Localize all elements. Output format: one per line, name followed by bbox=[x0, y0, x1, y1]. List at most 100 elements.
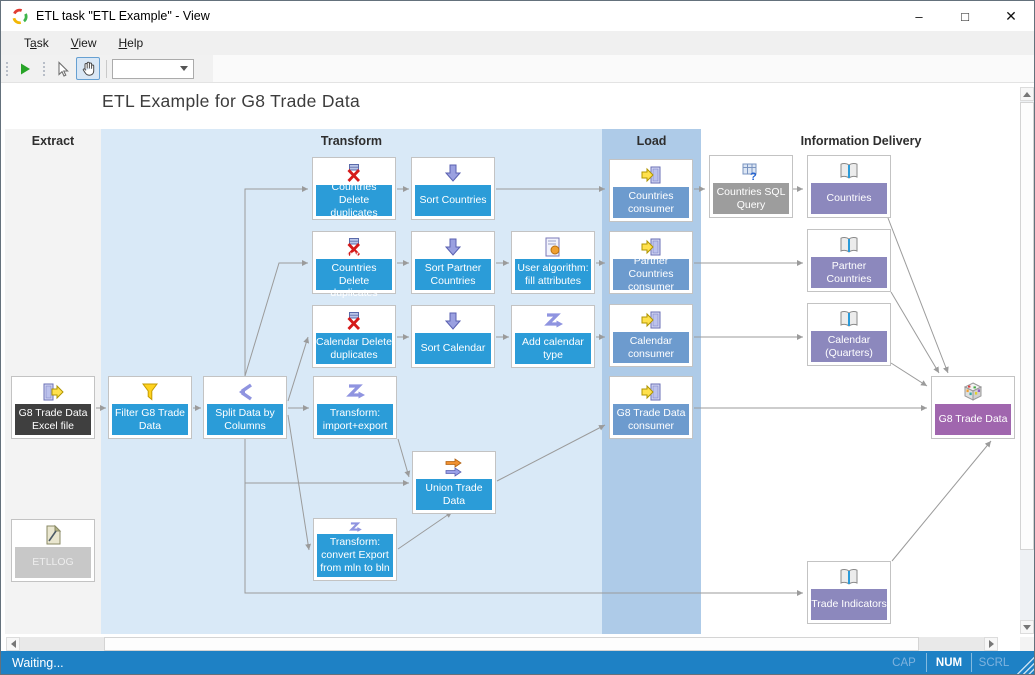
node-user-algo[interactable]: User algorithm: fill attributes bbox=[511, 231, 595, 294]
node-add-calendar-type[interactable]: Add calendar type bbox=[511, 305, 595, 368]
toolbar-separator bbox=[106, 59, 107, 78]
node-g8-cube[interactable]: G8 Trade Data bbox=[931, 376, 1015, 439]
scroll-down-button[interactable] bbox=[1020, 620, 1034, 634]
node-filter[interactable]: Filter G8 Trade Data bbox=[108, 376, 192, 439]
column-header-3: Information Delivery bbox=[800, 134, 922, 148]
node-countries-dedupe[interactable]: Countries Delete duplicates bbox=[312, 157, 396, 220]
cursor-arrow-icon bbox=[58, 60, 69, 77]
scroll-up-button[interactable] bbox=[1020, 87, 1034, 101]
cube-icon bbox=[932, 377, 1014, 404]
node-excel-source[interactable]: G8 Trade Data Excel file bbox=[11, 376, 95, 439]
node-sort-countries[interactable]: Sort Countries bbox=[411, 157, 495, 220]
play-icon bbox=[21, 63, 30, 74]
status-message: Waiting... bbox=[12, 655, 64, 670]
arrow-up-icon bbox=[1023, 91, 1031, 97]
log-icon bbox=[12, 520, 94, 547]
menu-item-view[interactable]: View bbox=[70, 36, 97, 50]
node-split[interactable]: Split Data by Columns bbox=[203, 376, 287, 439]
keyboard-indicators: CAP NUM SCRL bbox=[882, 651, 1034, 674]
arrow-down-icon bbox=[1023, 624, 1031, 630]
node-partner-consumer[interactable]: Partner Countries consumer bbox=[609, 231, 693, 294]
node-label: Partner Countries Delete duplicates bbox=[316, 249, 392, 299]
column-header-1: Transform bbox=[320, 134, 383, 148]
transform-icon bbox=[314, 519, 396, 534]
menu-item-help[interactable]: Help bbox=[118, 36, 144, 50]
run-task-button[interactable] bbox=[13, 57, 37, 80]
node-label: Calendar consumer bbox=[613, 332, 689, 363]
indicator-separator bbox=[971, 653, 972, 672]
sort-icon bbox=[412, 158, 494, 185]
node-label: Transform: import+export bbox=[317, 404, 393, 435]
zoom-combobox[interactable] bbox=[112, 58, 194, 79]
num-lock-indicator: NUM bbox=[935, 656, 963, 669]
maximize-button[interactable]: □ bbox=[961, 8, 969, 24]
node-label: Countries consumer bbox=[613, 187, 689, 218]
scrollbar-corner bbox=[1020, 637, 1034, 651]
select-tool-button[interactable] bbox=[50, 57, 74, 80]
node-calendar-consumer[interactable]: Calendar consumer bbox=[609, 304, 693, 367]
node-label: Partner Countries consumer bbox=[613, 255, 689, 293]
close-button[interactable]: ✕ bbox=[1005, 7, 1017, 24]
node-label: Sort Countries bbox=[415, 185, 491, 216]
scroll-lock-indicator: SCRL bbox=[978, 656, 1010, 669]
node-union[interactable]: Union Trade Data bbox=[412, 451, 496, 514]
app-icon bbox=[12, 8, 28, 24]
node-trade-indicators[interactable]: Trade Indicators bbox=[807, 561, 891, 624]
node-sort-partner[interactable]: Sort Partner Countries bbox=[411, 231, 495, 294]
window-titlebar: ETL task "ETL Example" - View – □ ✕ bbox=[1, 1, 1034, 31]
sql-query-icon bbox=[710, 156, 792, 183]
node-partner-dim[interactable]: Partner Countries bbox=[807, 229, 891, 292]
resize-grip[interactable] bbox=[1016, 651, 1034, 674]
vertical-scroll-thumb[interactable] bbox=[1020, 102, 1034, 550]
node-label: Add calendar type bbox=[515, 333, 591, 364]
export-icon bbox=[12, 377, 94, 404]
sort-icon bbox=[412, 232, 494, 259]
node-label: Calendar Delete duplicates bbox=[316, 333, 392, 364]
horizontal-scroll-thumb[interactable] bbox=[104, 637, 919, 651]
node-label: G8 Trade Data consumer bbox=[613, 404, 689, 435]
filter-icon bbox=[109, 377, 191, 404]
node-sort-calendar[interactable]: Sort Calendar bbox=[411, 305, 495, 368]
horizontal-scrollbar[interactable] bbox=[6, 637, 998, 651]
transform-icon bbox=[314, 377, 396, 404]
scroll-right-button[interactable] bbox=[984, 637, 998, 651]
node-label: Countries bbox=[811, 183, 887, 214]
toolbar-grip[interactable] bbox=[4, 59, 9, 78]
node-label: User algorithm: fill attributes bbox=[515, 259, 591, 290]
node-label: Split Data by Columns bbox=[207, 404, 283, 435]
status-bar: Waiting... CAP NUM SCRL bbox=[1, 651, 1034, 674]
toolbar-grip[interactable] bbox=[41, 59, 46, 78]
node-label: Partner Countries bbox=[811, 257, 887, 288]
union-icon bbox=[413, 452, 495, 479]
user-algorithm-icon bbox=[512, 232, 594, 259]
window-title: ETL task "ETL Example" - View bbox=[36, 9, 210, 23]
node-label: Transform: convert Export from mln to bl… bbox=[317, 534, 393, 577]
arrow-right-icon bbox=[988, 640, 994, 648]
diagram-title: ETL Example for G8 Trade Data bbox=[102, 91, 361, 111]
arrow-left-icon bbox=[10, 640, 16, 648]
consumer-icon bbox=[610, 377, 692, 404]
sort-icon bbox=[412, 306, 494, 333]
menu-item-task[interactable]: Task bbox=[24, 36, 49, 50]
node-calendar-dim[interactable]: Calendar (Quarters) bbox=[807, 303, 891, 366]
node-countries-dim[interactable]: Countries bbox=[807, 155, 891, 218]
scroll-left-button[interactable] bbox=[6, 637, 20, 651]
node-countries-consumer[interactable]: Countries consumer bbox=[609, 159, 693, 222]
node-calendar-dedupe[interactable]: Calendar Delete duplicates bbox=[312, 305, 396, 368]
node-label: Calendar (Quarters) bbox=[811, 331, 887, 362]
pan-tool-button[interactable] bbox=[76, 57, 100, 80]
book-icon bbox=[808, 304, 890, 331]
node-g8-consumer[interactable]: G8 Trade Data consumer bbox=[609, 376, 693, 439]
book-icon bbox=[808, 230, 890, 257]
node-etllog[interactable]: ETLLOG bbox=[11, 519, 95, 582]
node-label: ETLLOG bbox=[15, 547, 91, 578]
node-partner-dedupe[interactable]: Partner Countries Delete duplicates bbox=[312, 231, 396, 299]
node-countries-sql-query[interactable]: Countries SQL Query bbox=[709, 155, 793, 218]
node-import-export[interactable]: Transform: import+export bbox=[313, 376, 397, 439]
node-convert[interactable]: Transform: convert Export from mln to bl… bbox=[313, 518, 397, 581]
vertical-scrollbar[interactable] bbox=[1020, 87, 1034, 634]
minimize-button[interactable]: – bbox=[915, 8, 923, 24]
node-label: Sort Calendar bbox=[415, 333, 491, 364]
delete-duplicates-icon bbox=[313, 306, 395, 333]
